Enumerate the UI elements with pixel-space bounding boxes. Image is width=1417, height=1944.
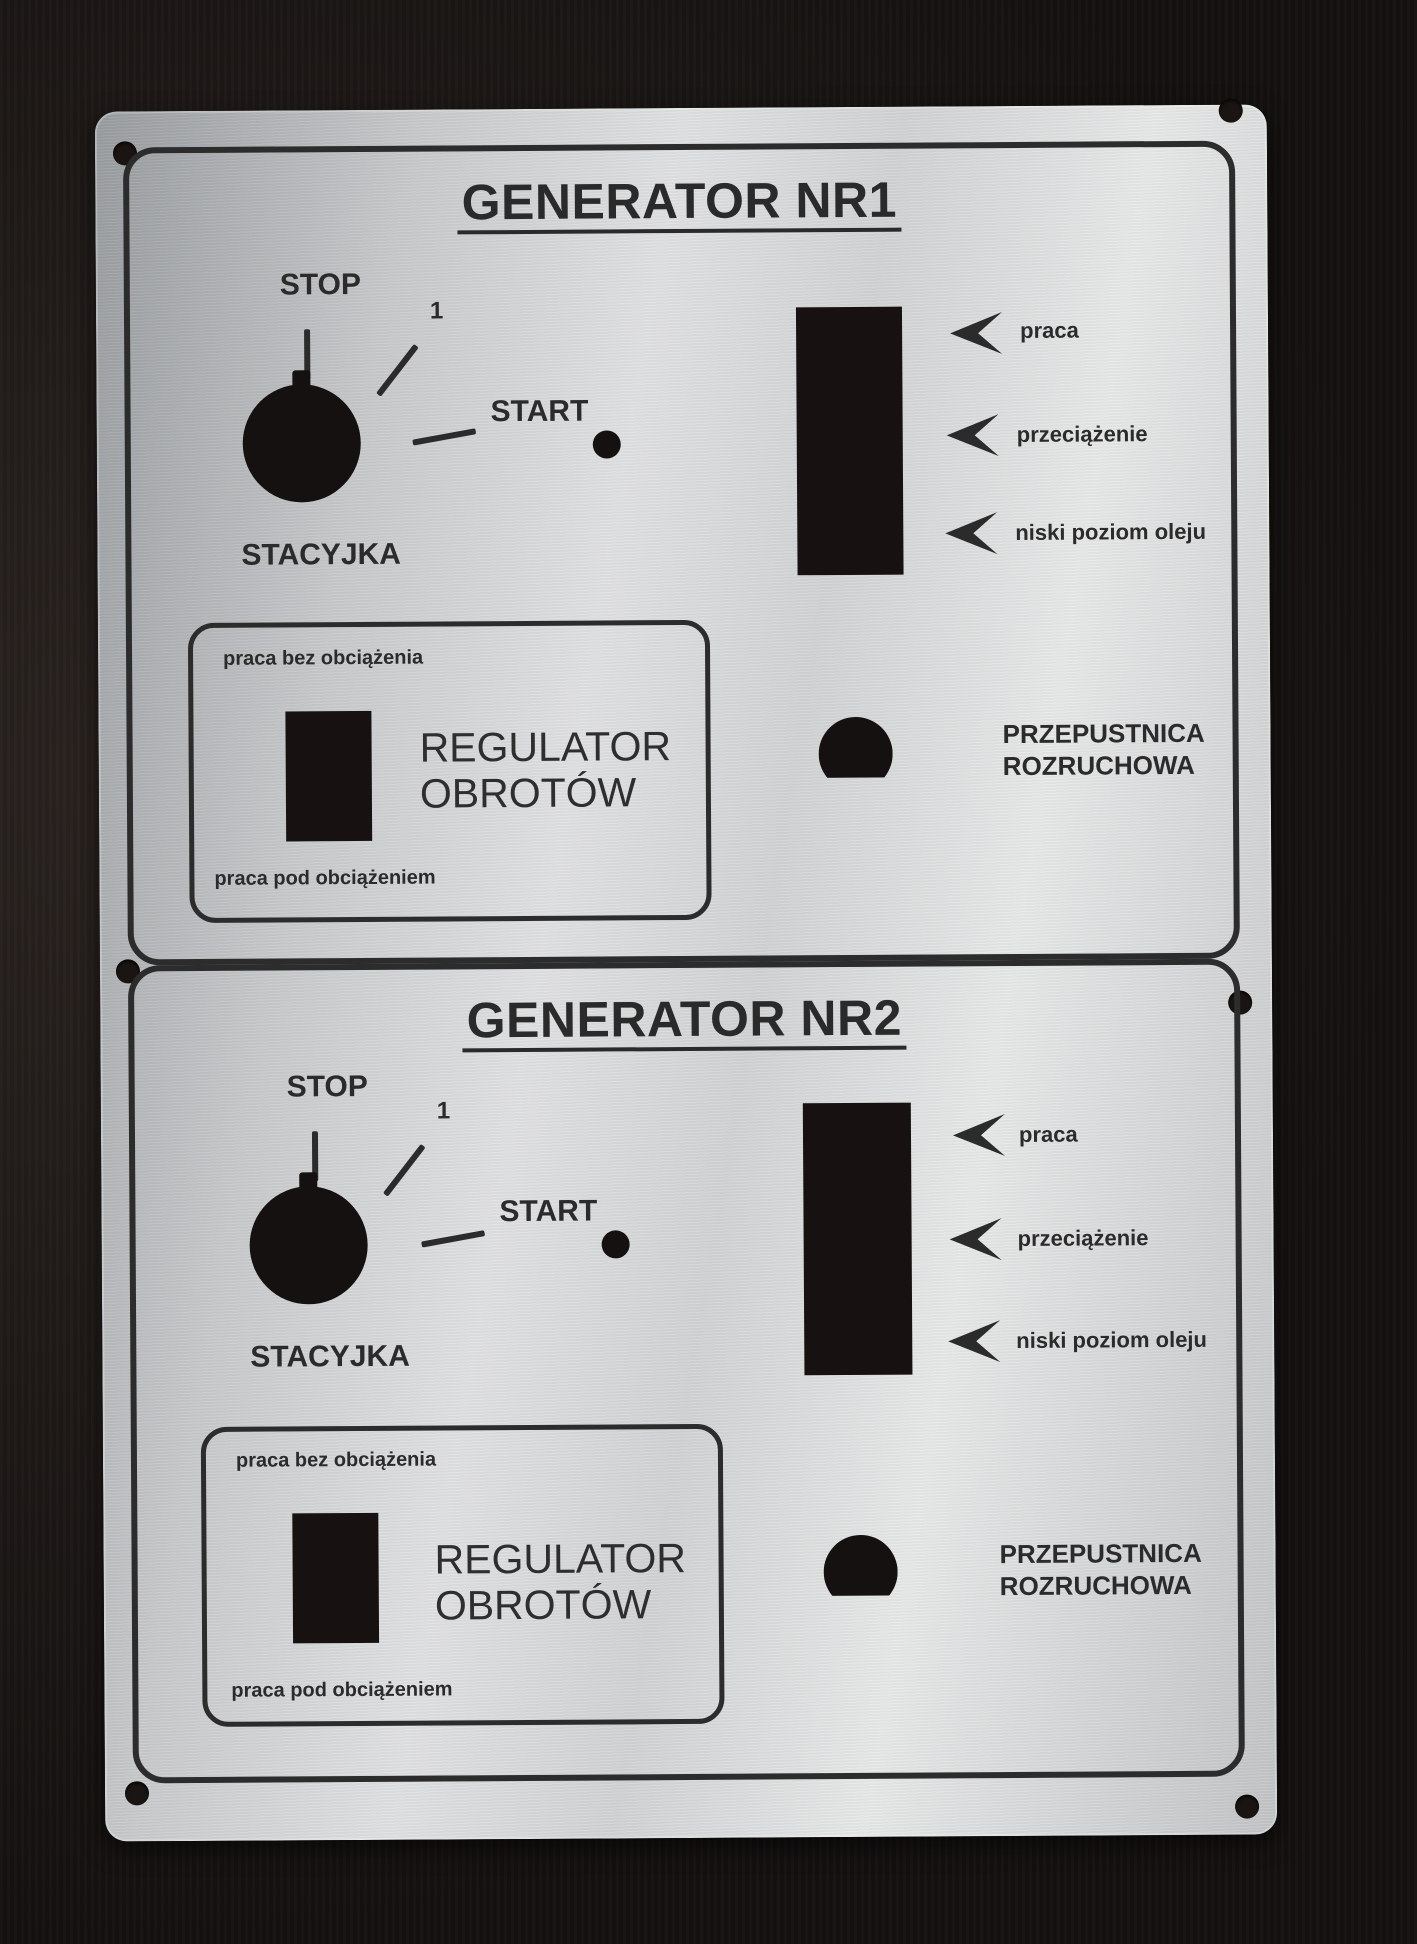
ignition-switch-cutout bbox=[249, 1185, 369, 1305]
regulator-title-line-2: OBROTÓW bbox=[419, 769, 637, 817]
regulator-bottom-label: praca pod obciążeniem bbox=[214, 866, 436, 890]
start-indicator-hole bbox=[592, 430, 621, 459]
ignition-switch-label: STACYJKA bbox=[250, 1339, 410, 1374]
throttle-label-line-2: ROZRUCHOWA bbox=[999, 1569, 1192, 1602]
start-indicator-hole bbox=[601, 1230, 630, 1259]
indicator-label-overload: przeciążenie bbox=[1016, 421, 1148, 447]
mounting-hole-bottom-left bbox=[124, 1781, 150, 1806]
throttle-label-line-1: PRZEPUSTNICA bbox=[999, 1537, 1202, 1570]
regulator-bottom-label: praca pod obciążeniem bbox=[231, 1678, 453, 1702]
speed-regulator-box: praca bez obciążenia REGULATOR OBROTÓW p… bbox=[200, 1423, 725, 1727]
indicator-label-running: praca bbox=[1018, 1121, 1078, 1147]
panel-title: GENERATOR NR2 bbox=[134, 987, 1234, 1053]
indicator-lights-window bbox=[795, 306, 904, 576]
regulator-top-label: praca bez obciążenia bbox=[235, 1448, 437, 1472]
switch-position-1-label: 1 bbox=[429, 297, 444, 325]
regulator-slot bbox=[292, 1512, 380, 1644]
indicator-lights-window bbox=[802, 1102, 913, 1376]
regulator-top-label: praca bez obciążenia bbox=[223, 646, 424, 670]
throttle-cutout bbox=[823, 1535, 897, 1609]
mounting-hole-bottom-right bbox=[1235, 1794, 1260, 1819]
switch-start-mark bbox=[412, 428, 477, 446]
throttle-cutout bbox=[818, 717, 892, 791]
arrow-left-icon bbox=[949, 1218, 1002, 1261]
panel-title: GENERATOR NR1 bbox=[129, 169, 1229, 235]
generator-panel-2: GENERATOR NR2 STOP 1 START STACYJKA prac… bbox=[127, 958, 1245, 1784]
generator-panel-1: GENERATOR NR1 STOP 1 START STACYJKA prac… bbox=[122, 140, 1240, 966]
switch-position-1-mark bbox=[376, 343, 419, 397]
switch-start-label: START bbox=[490, 394, 589, 429]
switch-start-mark bbox=[421, 1230, 486, 1248]
mounting-hole-top-right bbox=[1218, 98, 1243, 123]
throttle-label-line-2: ROZRUCHOWA bbox=[1002, 749, 1195, 782]
switch-position-1-label: 1 bbox=[436, 1097, 451, 1125]
regulator-title-line-2: OBROTÓW bbox=[434, 1581, 652, 1629]
regulator-title-line-1: REGULATOR bbox=[434, 1535, 687, 1583]
indicator-label-running: praca bbox=[1020, 317, 1079, 343]
switch-stop-label: STOP bbox=[279, 267, 362, 302]
arrow-left-icon bbox=[945, 512, 998, 555]
switch-start-label: START bbox=[499, 1194, 598, 1229]
indicator-label-overload: przeciążenie bbox=[1017, 1225, 1149, 1251]
regulator-slot bbox=[285, 710, 373, 842]
indicator-label-low-oil: niski poziom oleju bbox=[1015, 518, 1207, 545]
throttle-label-line-1: PRZEPUSTNICA bbox=[1002, 717, 1205, 750]
switch-stop-label: STOP bbox=[286, 1069, 368, 1104]
engraved-metal-plate: GENERATOR NR1 STOP 1 START STACYJKA prac… bbox=[94, 98, 1278, 1842]
indicator-label-low-oil: niski poziom oleju bbox=[1016, 1326, 1208, 1353]
ignition-switch-label: STACYJKA bbox=[241, 537, 402, 572]
arrow-left-icon bbox=[946, 414, 999, 457]
regulator-title-line-1: REGULATOR bbox=[419, 723, 672, 771]
arrow-left-icon bbox=[952, 1114, 1006, 1157]
arrow-left-icon bbox=[948, 1320, 1001, 1363]
speed-regulator-box: praca bez obciążenia REGULATOR OBROTÓW p… bbox=[187, 619, 712, 924]
ignition-switch-cutout bbox=[242, 383, 362, 503]
switch-position-1-mark bbox=[382, 1143, 426, 1197]
arrow-left-icon bbox=[950, 312, 1003, 355]
